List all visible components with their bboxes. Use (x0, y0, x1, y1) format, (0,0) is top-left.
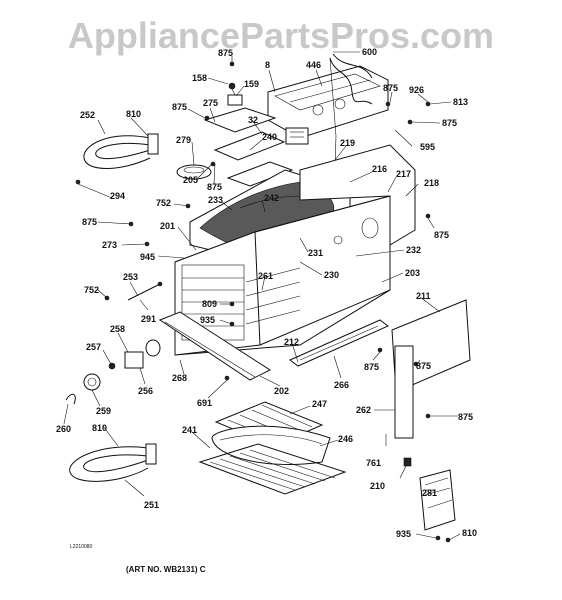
screws-group (75, 61, 451, 543)
callout-8: 8 (265, 60, 270, 70)
broil-element-part (83, 133, 159, 169)
selector-switch-part (108, 339, 161, 370)
callout-246: 246 (338, 434, 353, 444)
callout-810: 810 (462, 528, 477, 538)
leader-lines (63, 51, 461, 541)
callout-875: 875 (458, 412, 473, 422)
callout-268: 268 (172, 373, 187, 383)
hinge-part (419, 469, 456, 531)
callout-875: 875 (364, 362, 379, 372)
callout-260: 260 (56, 424, 71, 434)
callout-752: 752 (84, 285, 99, 295)
callout-875: 875 (434, 230, 449, 240)
callout-291: 291 (141, 314, 156, 324)
callout-935: 935 (200, 315, 215, 325)
callout-217: 217 (396, 169, 411, 179)
callout-446: 446 (306, 60, 321, 70)
callout-261: 261 (258, 271, 273, 281)
vent-cover-part (267, 65, 389, 139)
callout-210: 210 (370, 481, 385, 491)
callout-813: 813 (453, 97, 468, 107)
callout-230: 230 (324, 270, 339, 280)
callout-252: 252 (80, 110, 95, 120)
callout-233: 233 (208, 195, 223, 205)
callout-253: 253 (123, 272, 138, 282)
callout-752: 752 (156, 198, 171, 208)
callout-218: 218 (424, 178, 439, 188)
callout-257: 257 (86, 342, 101, 352)
callout-926: 926 (409, 85, 424, 95)
callout-809: 809 (202, 299, 217, 309)
callout-242: 242 (264, 193, 279, 203)
callout-595: 595 (420, 142, 435, 152)
callout-945: 945 (140, 252, 155, 262)
callout-241: 241 (182, 425, 197, 435)
callout-203: 203 (405, 268, 420, 278)
callout-273: 273 (102, 240, 117, 250)
callout-212: 212 (284, 337, 299, 347)
callout-251: 251 (144, 500, 159, 510)
callout-32: 32 (248, 115, 258, 125)
callout-211: 211 (416, 291, 431, 301)
broiler-pan-part (211, 425, 331, 465)
bracket-part (203, 107, 294, 187)
art-number: (ART NO. WB2131) C (126, 565, 206, 574)
callout-875: 875 (383, 83, 398, 93)
callout-810: 810 (92, 423, 107, 433)
callout-875: 875 (218, 48, 233, 58)
watermark-text: AppliancePartsPros.com (68, 15, 494, 56)
callout-231: 231 (308, 248, 323, 258)
callout-247: 247 (312, 399, 327, 409)
relay-part (285, 127, 309, 145)
callout-275: 275 (203, 98, 218, 108)
callout-600: 600 (362, 47, 377, 57)
bottom-rail-part (289, 319, 389, 367)
callout-202: 202 (274, 386, 289, 396)
callout-279: 279 (176, 135, 191, 145)
callout-935: 935 (396, 529, 411, 539)
side-panel-part (391, 299, 471, 439)
callout-262: 262 (356, 405, 371, 415)
callout-761: 761 (366, 458, 381, 468)
callout-875: 875 (207, 182, 222, 192)
callout-259: 259 (96, 406, 111, 416)
callout-240: 240 (262, 132, 277, 142)
probe-part (127, 281, 163, 301)
callout-219: 219 (340, 138, 355, 148)
callout-691: 691 (197, 398, 212, 408)
callout-875: 875 (82, 217, 97, 227)
callout-281: 281 (422, 488, 437, 498)
rack-guides-part (181, 264, 301, 341)
callout-875: 875 (416, 361, 431, 371)
callout-875: 875 (172, 102, 187, 112)
front-frame-part (158, 311, 272, 381)
callout-810: 810 (126, 109, 141, 119)
callout-232: 232 (406, 245, 421, 255)
callout-205: 205 (183, 175, 198, 185)
thermostat-part (227, 82, 243, 106)
callout-201: 201 (160, 221, 175, 231)
callout-labels: 875 600 158 8 446 159 875 926 813 252 81… (56, 47, 477, 539)
callout-258: 258 (110, 324, 125, 334)
callout-216: 216 (372, 164, 387, 174)
lamp-part (65, 373, 101, 405)
art-code: L2210080 (70, 544, 92, 550)
bake-element-part (69, 443, 157, 482)
callout-294: 294 (110, 191, 125, 201)
callout-159: 159 (244, 79, 259, 89)
callout-266: 266 (334, 380, 349, 390)
callout-256: 256 (138, 386, 153, 396)
oven-rack-part (198, 443, 347, 495)
callout-158: 158 (192, 73, 207, 83)
callout-875: 875 (442, 118, 457, 128)
